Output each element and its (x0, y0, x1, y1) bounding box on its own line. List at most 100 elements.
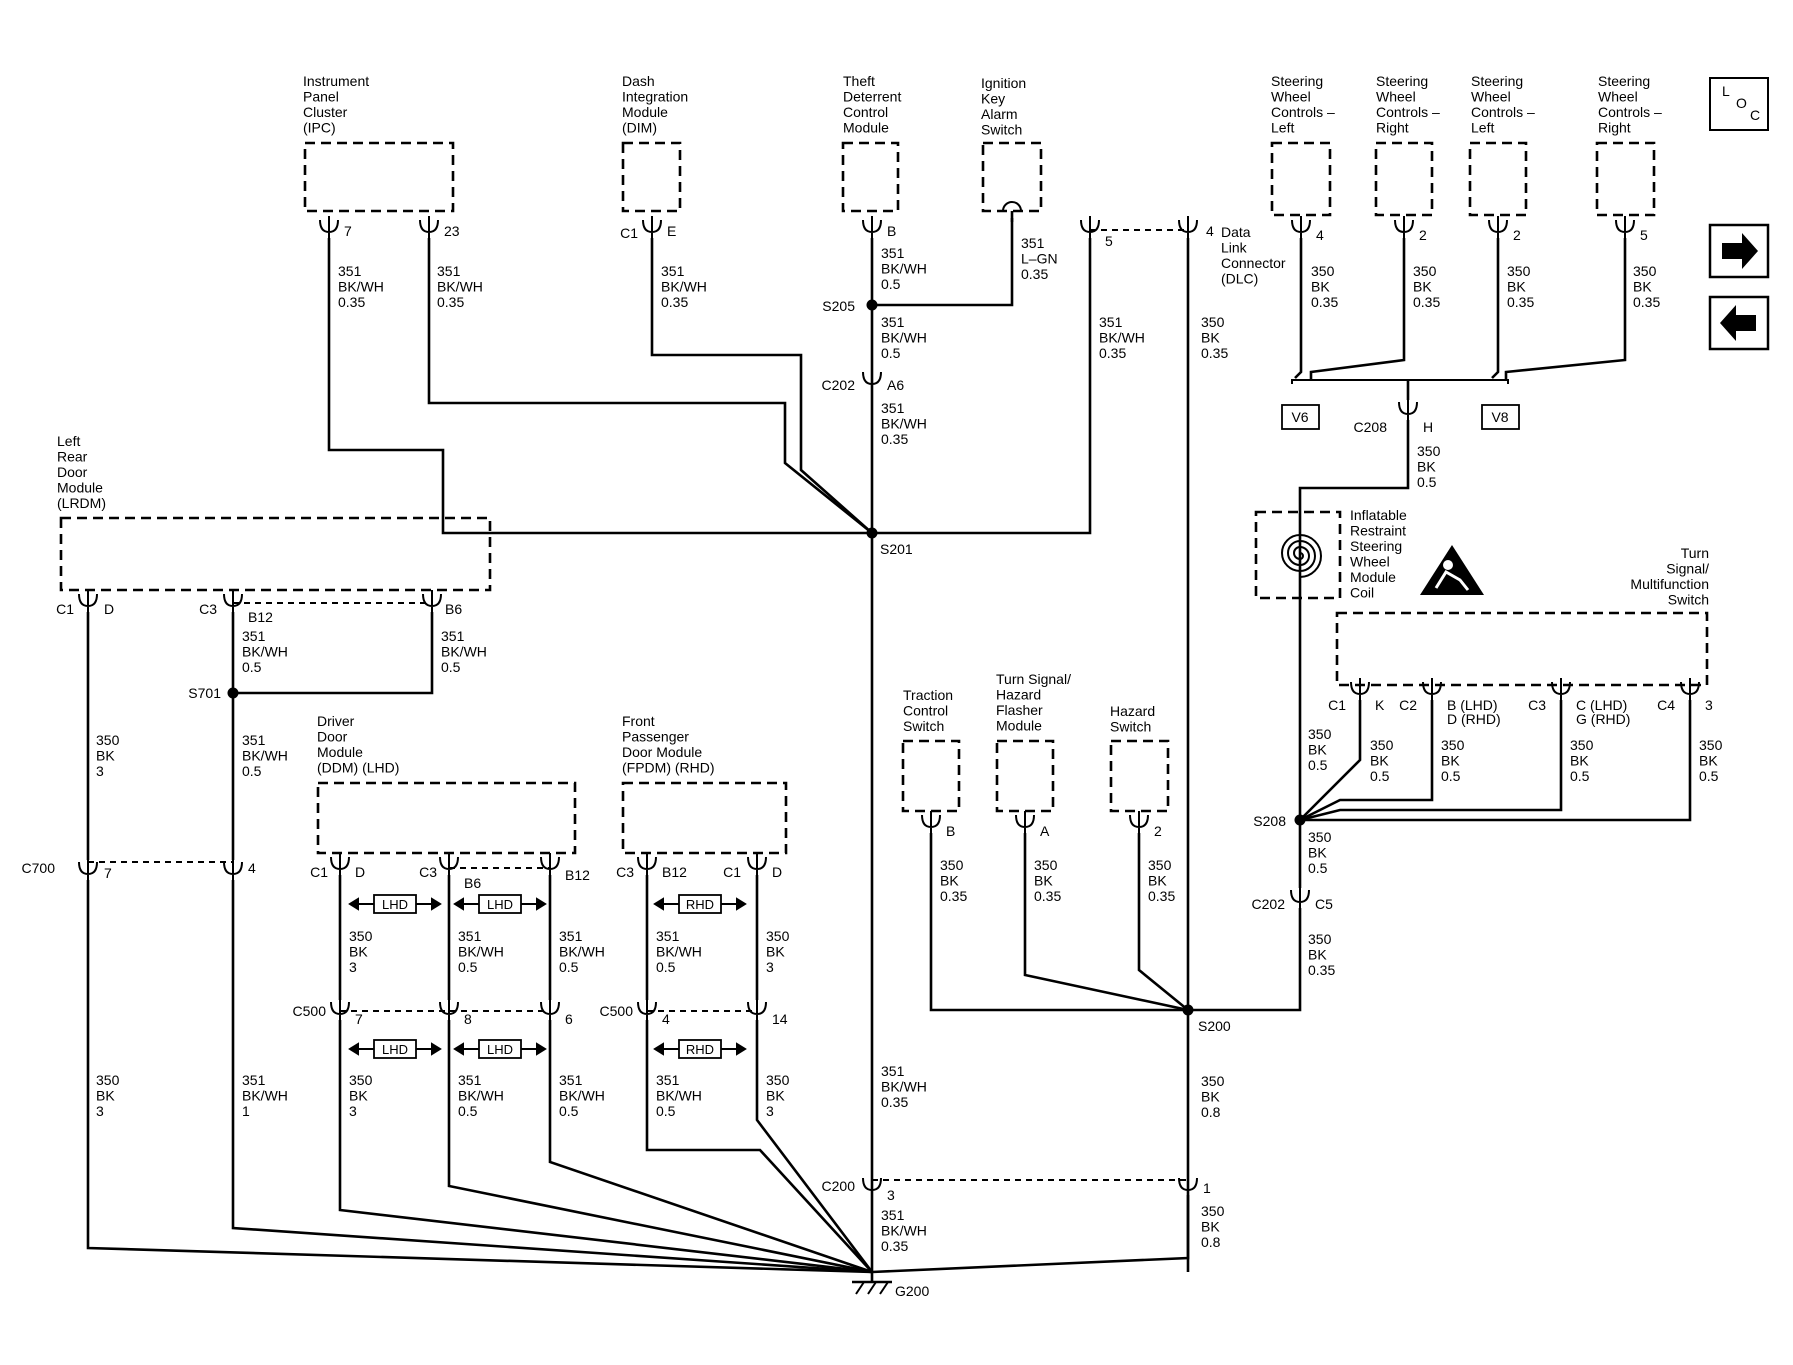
connector-terminal-30 (1350, 678, 1370, 702)
pins-pB12-label: B12 (662, 864, 687, 880)
dim-box (621, 141, 682, 213)
pins-p7-label: 7 (344, 223, 352, 239)
pins-pB-label: B (946, 823, 955, 839)
pins-p14-label: 14 (772, 1011, 788, 1027)
loc-button[interactable]: L O C (1709, 77, 1769, 131)
prev-page-button[interactable] (1708, 295, 1770, 351)
connector-terminal-14 (422, 590, 442, 614)
pins-pCLD-label: C (LHD) (1576, 697, 1627, 713)
pins-pBLD-label: B (LHD) (1447, 697, 1498, 713)
swc1-wire (1294, 238, 1303, 379)
ipc-box (303, 141, 455, 213)
splices-s701-label: S701 (188, 685, 221, 701)
connector-terminal-33 (1680, 678, 1700, 702)
variant-arrow-text: LHD (382, 897, 408, 912)
pins-pC5-label: C5 (1315, 896, 1333, 912)
pins-pB6-label: B6 (464, 875, 481, 891)
connectors-c1-label: C1 (56, 601, 74, 617)
connectors-c3-label: C3 (616, 864, 634, 880)
connectors-c3-label: C3 (419, 864, 437, 880)
connector-terminal-24 (540, 998, 560, 1022)
s205-dot (866, 299, 878, 311)
pins-pE-label: E (667, 223, 676, 239)
hazard-box (1109, 739, 1170, 813)
lrdm-b6-wire (233, 612, 434, 695)
connector-terminal-26 (747, 998, 767, 1022)
connectors-c700-label: C700 (22, 860, 56, 876)
ipc-wire-23 (427, 238, 873, 535)
pins-p5-label: 5 (1640, 227, 1648, 243)
connector-terminal-21 (747, 853, 767, 877)
pins-pD-label: D (772, 864, 782, 880)
pins-p7-label: 7 (104, 865, 112, 881)
variant-arrow-4: LHD (453, 1039, 547, 1059)
pins-pD-label: D (355, 864, 365, 880)
connector-terminal-10 (1398, 398, 1418, 422)
v6-text: V6 (1291, 409, 1308, 425)
s200-dot (1182, 1004, 1194, 1016)
connector-terminal-15 (78, 858, 98, 882)
pins-p6-label: 6 (565, 1011, 573, 1027)
swc4-wire (1504, 238, 1627, 380)
v8-badge: V8 (1481, 404, 1520, 430)
connectors-c4-label: C4 (1657, 697, 1675, 713)
dim-wire (650, 238, 873, 534)
turnsw-c3-wire (1299, 700, 1563, 822)
pins-p8-label: 8 (464, 1011, 472, 1027)
pins-pB12-label: B12 (248, 609, 273, 625)
airbag-warning-icon (1420, 545, 1484, 595)
connectors-c1-label: C1 (1328, 697, 1346, 713)
pins-pA-label: A (1040, 823, 1050, 839)
c202-s200-wire (1188, 908, 1302, 1012)
c200-pin1-ground-wire (871, 1195, 1190, 1274)
connectors-c1-label: C1 (310, 864, 328, 880)
connector-terminal-34 (1290, 886, 1310, 910)
pins-p5-label: 5 (1105, 233, 1113, 249)
pins-pH-label: H (1423, 419, 1433, 435)
traction-box (901, 739, 961, 813)
connector-terminal-12 (78, 590, 98, 614)
flasher-box (995, 739, 1055, 813)
connector-terminal-35 (862, 1174, 882, 1198)
connector-terminal-17 (330, 853, 350, 877)
connector-terminal-20 (637, 853, 657, 877)
right-arrow-icon (1722, 233, 1758, 269)
loc-letter-l: L (1722, 83, 1730, 99)
connectors-c3-label: C3 (199, 601, 217, 617)
ddm-box (316, 781, 577, 855)
swc2-box (1374, 141, 1434, 217)
connector-terminal-2 (642, 216, 662, 240)
connector-terminal-5 (1178, 216, 1198, 240)
v6-v8-bracket (1291, 379, 1509, 384)
s701-dot (227, 687, 239, 699)
next-page-button[interactable] (1708, 223, 1770, 279)
fpdm-box (621, 781, 788, 855)
connector-terminal-4 (1080, 216, 1100, 240)
variant-arrow-2: RHD (653, 894, 747, 914)
